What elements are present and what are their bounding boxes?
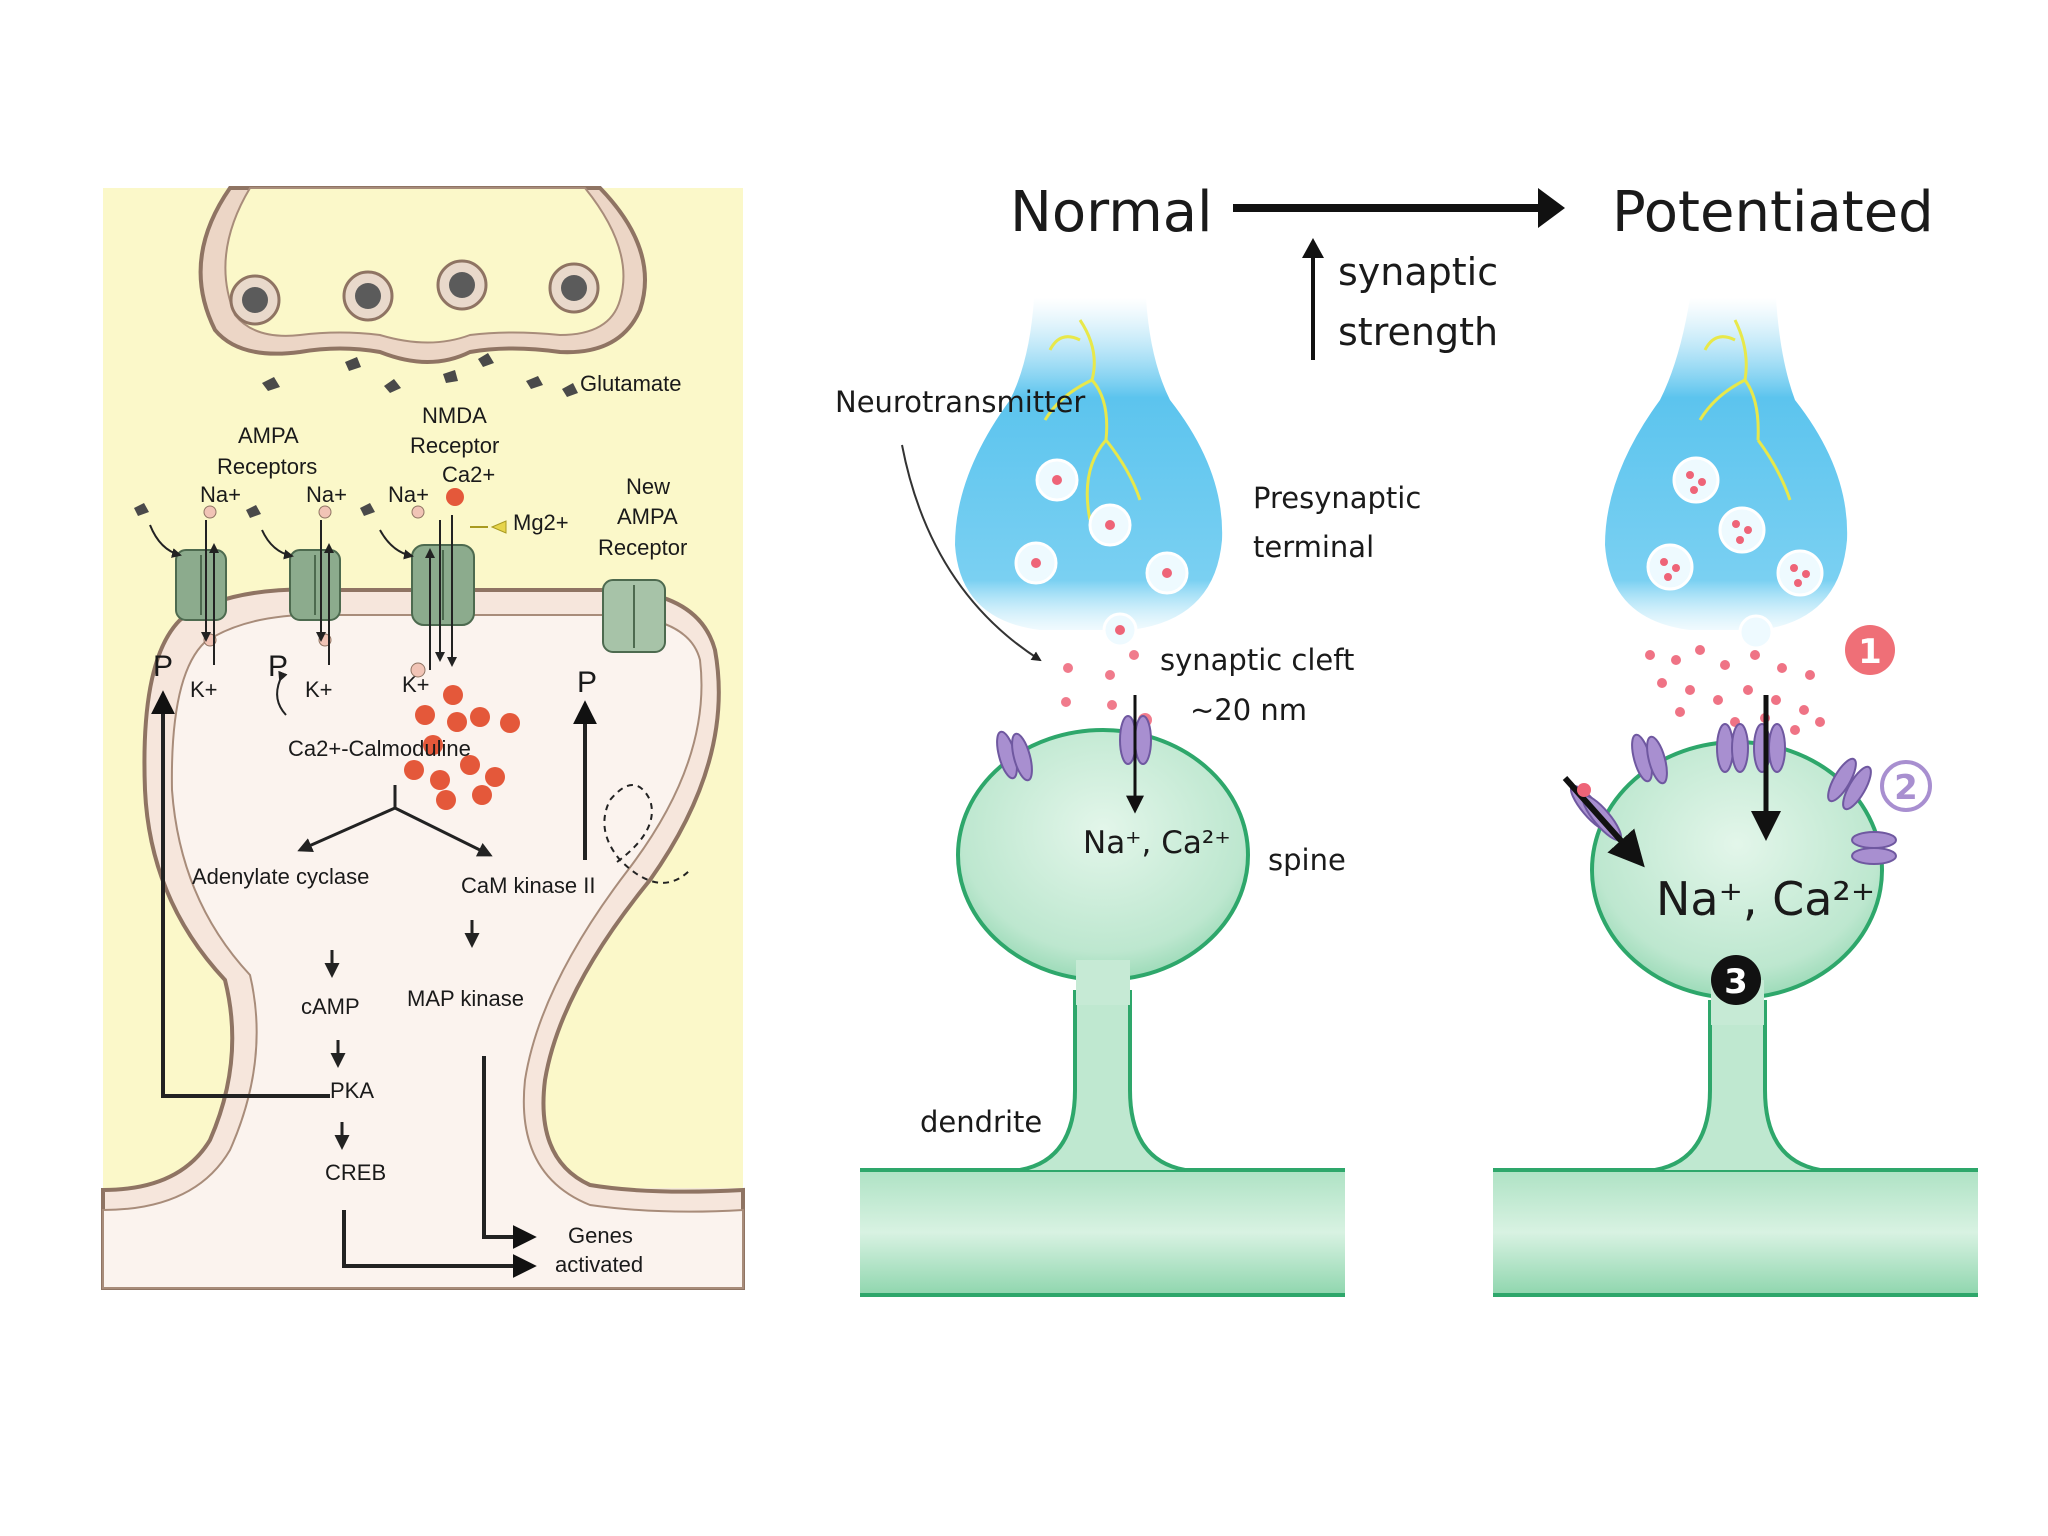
map-kinase-label: MAP kinase	[407, 986, 524, 1011]
ampa-receptors-label-line-1: AMPA	[238, 423, 299, 448]
synaptic-potentiation-diagram: Normal Potentiated synaptic strength N	[835, 180, 1978, 1297]
ampa-receptor-2	[289, 549, 341, 621]
new-ampa-label-line-1: New	[626, 474, 670, 499]
magnesium-label: Mg2+	[513, 510, 569, 535]
phosphate-label-2: P	[268, 650, 288, 683]
strength-arrow-head	[1302, 238, 1324, 258]
new-ampa-label-line-2: AMPA	[617, 504, 678, 529]
phosphate-label-3: P	[577, 666, 597, 699]
normal-dendrite	[860, 1168, 1345, 1297]
normal-spine	[956, 728, 1250, 1172]
potassium-label-2: K+	[305, 677, 333, 702]
ampa-receptors-label-line-2: Receptors	[217, 454, 317, 479]
normal-vesicles	[1014, 458, 1189, 648]
sodium-label-3: Na+	[388, 482, 429, 507]
ion-flux	[149, 488, 507, 678]
potentiated-presynaptic-terminal	[1605, 298, 1848, 735]
potassium-label-1: K+	[190, 677, 218, 702]
calmoduline-label: Ca2+-Calmoduline	[288, 736, 471, 761]
step-1-label: 1	[1858, 632, 1882, 672]
nmda-receptor	[411, 544, 475, 626]
genes-label-line-2: activated	[555, 1252, 643, 1277]
synaptic-strength-label-line-1: synaptic	[1338, 250, 1498, 294]
dendrite-label: dendrite	[920, 1105, 1042, 1139]
spine-label: spine	[1268, 843, 1346, 877]
potassium-label-3: K+	[402, 672, 430, 697]
creb-label: CREB	[325, 1160, 386, 1185]
synaptic-cleft-label-line-1: synaptic cleft	[1160, 643, 1354, 677]
neurotransmitter-pointer	[901, 444, 1042, 662]
presynaptic-bouton	[198, 186, 647, 364]
genes-label-line-1: Genes	[568, 1223, 633, 1248]
phosphate-label-1: P	[153, 650, 173, 683]
ltp-signaling-diagram: Glutamate AMPA Receptors NMDA Receptor N…	[101, 186, 745, 1290]
potentiation-arrow-head	[1538, 188, 1565, 228]
step-3-label: 3	[1724, 962, 1748, 1002]
normal-presynaptic-terminal	[955, 298, 1223, 727]
neurotransmitter-label: Neurotransmitter	[835, 385, 1085, 419]
step-1-badge	[1845, 625, 1895, 675]
potentiated-title: Potentiated	[1612, 180, 1934, 245]
step-3-badge	[1711, 955, 1761, 1005]
glutamate-label: Glutamate	[580, 371, 682, 396]
glutamate-molecules	[134, 353, 578, 518]
potentiated-neurotransmitter-dots	[1645, 645, 1825, 735]
presynaptic-label-line-1: Presynaptic	[1253, 481, 1421, 515]
calcium-label: Ca2+	[442, 462, 495, 487]
potentiated-vesicles	[1646, 456, 1824, 650]
pka-label: PKA	[330, 1078, 374, 1103]
signaling-arrows	[151, 670, 691, 1278]
synaptic-vesicles	[229, 259, 600, 326]
nmda-receptor-label-line-2: Receptor	[410, 433, 499, 458]
step-2-badge	[1880, 760, 1932, 812]
potentiated-dendrite	[1493, 1168, 1978, 1297]
step-2-label: 2	[1894, 768, 1918, 808]
potentiated-vesicle-dots	[1660, 471, 1810, 587]
presynaptic-label-line-2: terminal	[1253, 530, 1374, 564]
potentiated-ions-label: Na⁺, Ca²⁺	[1656, 872, 1875, 926]
calcium-ions	[404, 685, 520, 810]
potentiated-incoming-ion	[1577, 783, 1591, 797]
camp-label: cAMP	[301, 994, 360, 1019]
adenylate-cyclase-label: Adenylate cyclase	[192, 864, 369, 889]
nmda-receptor-label-line-1: NMDA	[422, 403, 487, 428]
sodium-label-2: Na+	[306, 482, 347, 507]
ampa-receptor-1	[175, 549, 227, 621]
normal-title: Normal	[1010, 180, 1213, 245]
new-ampa-label-line-3: Receptor	[598, 535, 687, 560]
normal-neurotransmitter-dots	[1061, 650, 1152, 727]
new-ampa-receptor	[602, 579, 666, 653]
synaptic-strength-label-line-2: strength	[1338, 310, 1498, 354]
cam-kinase-label: CaM kinase II	[461, 873, 596, 898]
synaptic-cleft-label-line-2: ~20 nm	[1190, 693, 1307, 727]
normal-ions-label: Na⁺, Ca²⁺	[1083, 825, 1231, 861]
sodium-label-1: Na+	[200, 482, 241, 507]
